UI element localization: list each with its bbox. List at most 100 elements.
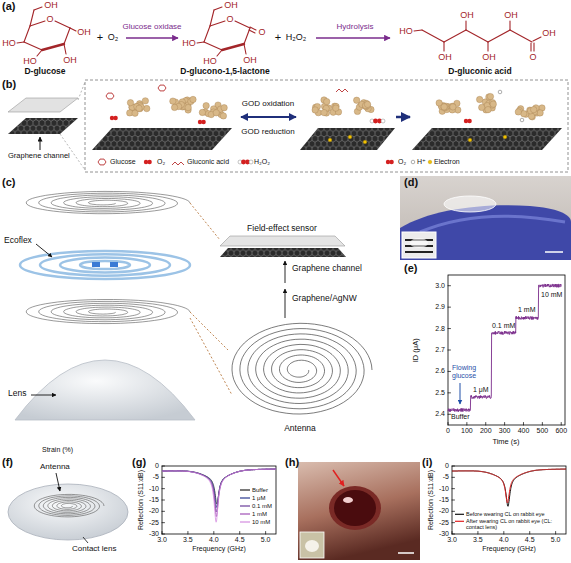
leader-arrow — [285, 289, 286, 318]
zoom-line — [190, 203, 220, 240]
tick-label: -20 — [149, 507, 159, 515]
tick-label: -5 — [153, 473, 159, 481]
tick-mark — [448, 371, 451, 372]
tick-label: 500 — [537, 427, 549, 435]
legend-label: 1 mM — [252, 511, 267, 518]
graphene-lattice — [92, 128, 232, 150]
pointer-arrow — [333, 470, 344, 486]
tick-mark — [162, 500, 165, 501]
atom-label: OH — [44, 0, 58, 10]
atom-label: OH — [504, 10, 518, 20]
tick-label: 300 — [499, 427, 511, 435]
inset-lens — [410, 238, 428, 248]
panel-label: (f) — [2, 456, 13, 469]
bond-line — [204, 26, 210, 42]
enzyme-blob — [529, 114, 535, 120]
bond-line — [42, 44, 64, 50]
bond-line — [249, 30, 255, 33]
finger-highlight — [420, 216, 565, 232]
tick-label: -20 — [439, 507, 449, 515]
oxygen-molecule — [467, 119, 471, 123]
tick-label: 3.5 — [473, 536, 483, 544]
bond-line — [533, 43, 534, 51]
axis-title: Frequency (GHz) — [192, 545, 246, 553]
tick-mark — [162, 477, 165, 478]
bond-line — [244, 44, 246, 54]
plus-sign: + — [97, 31, 103, 44]
inset-photo — [402, 232, 436, 258]
reflection-curve — [162, 469, 276, 522]
tick-label: 600 — [555, 427, 567, 435]
tick-label: 0 — [155, 462, 159, 470]
generated-art — [17, 7, 566, 534]
tick-mark — [187, 532, 188, 535]
tick-mark — [265, 532, 266, 535]
enzyme-blob — [127, 99, 133, 105]
bond-line — [250, 27, 256, 30]
atom-label: HO — [399, 26, 413, 36]
tick-label: 2.7 — [435, 346, 445, 354]
tick-mark — [485, 423, 486, 426]
scale-bar — [398, 552, 414, 554]
step-label: Flowing glucose — [452, 364, 492, 380]
graphene-lattice — [412, 128, 562, 150]
oxygen-molecule — [113, 116, 117, 120]
tick-mark — [162, 532, 163, 535]
stray-label: Strain (%) — [42, 446, 73, 454]
zoom-line — [78, 82, 85, 100]
tick-label: 100 — [461, 427, 473, 435]
atom-label: OH — [438, 52, 452, 62]
tick-label: -25 — [149, 519, 159, 527]
atom-label: O — [529, 52, 536, 62]
contact-lens — [8, 484, 128, 540]
ecoflex-rings — [20, 251, 190, 279]
process-arrow — [396, 116, 410, 119]
tick-mark — [239, 532, 240, 535]
tick-mark — [504, 423, 505, 426]
enzyme-blob — [364, 101, 370, 107]
tick-label: -10 — [149, 485, 159, 493]
tick-label: 0 — [445, 462, 449, 470]
scale-bar — [545, 251, 563, 253]
enzyme-blob — [312, 107, 318, 113]
photo-background — [400, 176, 571, 260]
atom-label: OH — [460, 10, 474, 20]
atom-label: OH — [482, 52, 496, 62]
electron — [503, 135, 507, 139]
enzyme-blob — [144, 105, 150, 111]
panel-label: (h) — [285, 456, 299, 469]
reflection-curve — [162, 469, 276, 504]
atom-label: OH — [63, 55, 77, 65]
panel-label: (b) — [2, 78, 16, 91]
tick-mark — [448, 392, 451, 393]
tick-label: 2.5 — [435, 389, 445, 397]
bond-line — [34, 7, 42, 10]
glucose-molecule — [106, 93, 114, 99]
atom-label: HO — [23, 56, 37, 66]
photo-background — [298, 462, 420, 560]
bond-line — [466, 30, 488, 42]
electron — [328, 138, 332, 142]
sensor-plate — [220, 236, 345, 246]
tick-mark — [452, 532, 453, 535]
electron — [348, 135, 352, 139]
axis-title: Reflection (S11:dB) — [137, 470, 145, 530]
antenna-spiral — [232, 323, 372, 414]
part-label: Ecoflex — [4, 236, 32, 246]
bond-line — [222, 44, 244, 50]
panel-label: (i) — [422, 456, 432, 469]
leader-line — [83, 537, 88, 543]
enzyme-blob — [203, 102, 209, 108]
molecule-label: H₂O₂ — [286, 32, 307, 42]
bond-line — [533, 37, 541, 41]
axis-title: Reflection (S11:dB) — [427, 470, 435, 530]
step-label: 0.1 mM — [492, 322, 515, 330]
part-label: Antenna — [40, 462, 70, 471]
reflection-curve — [162, 469, 276, 512]
tick-mark — [448, 285, 451, 286]
bond-line — [64, 28, 70, 44]
tick-mark — [477, 532, 478, 535]
